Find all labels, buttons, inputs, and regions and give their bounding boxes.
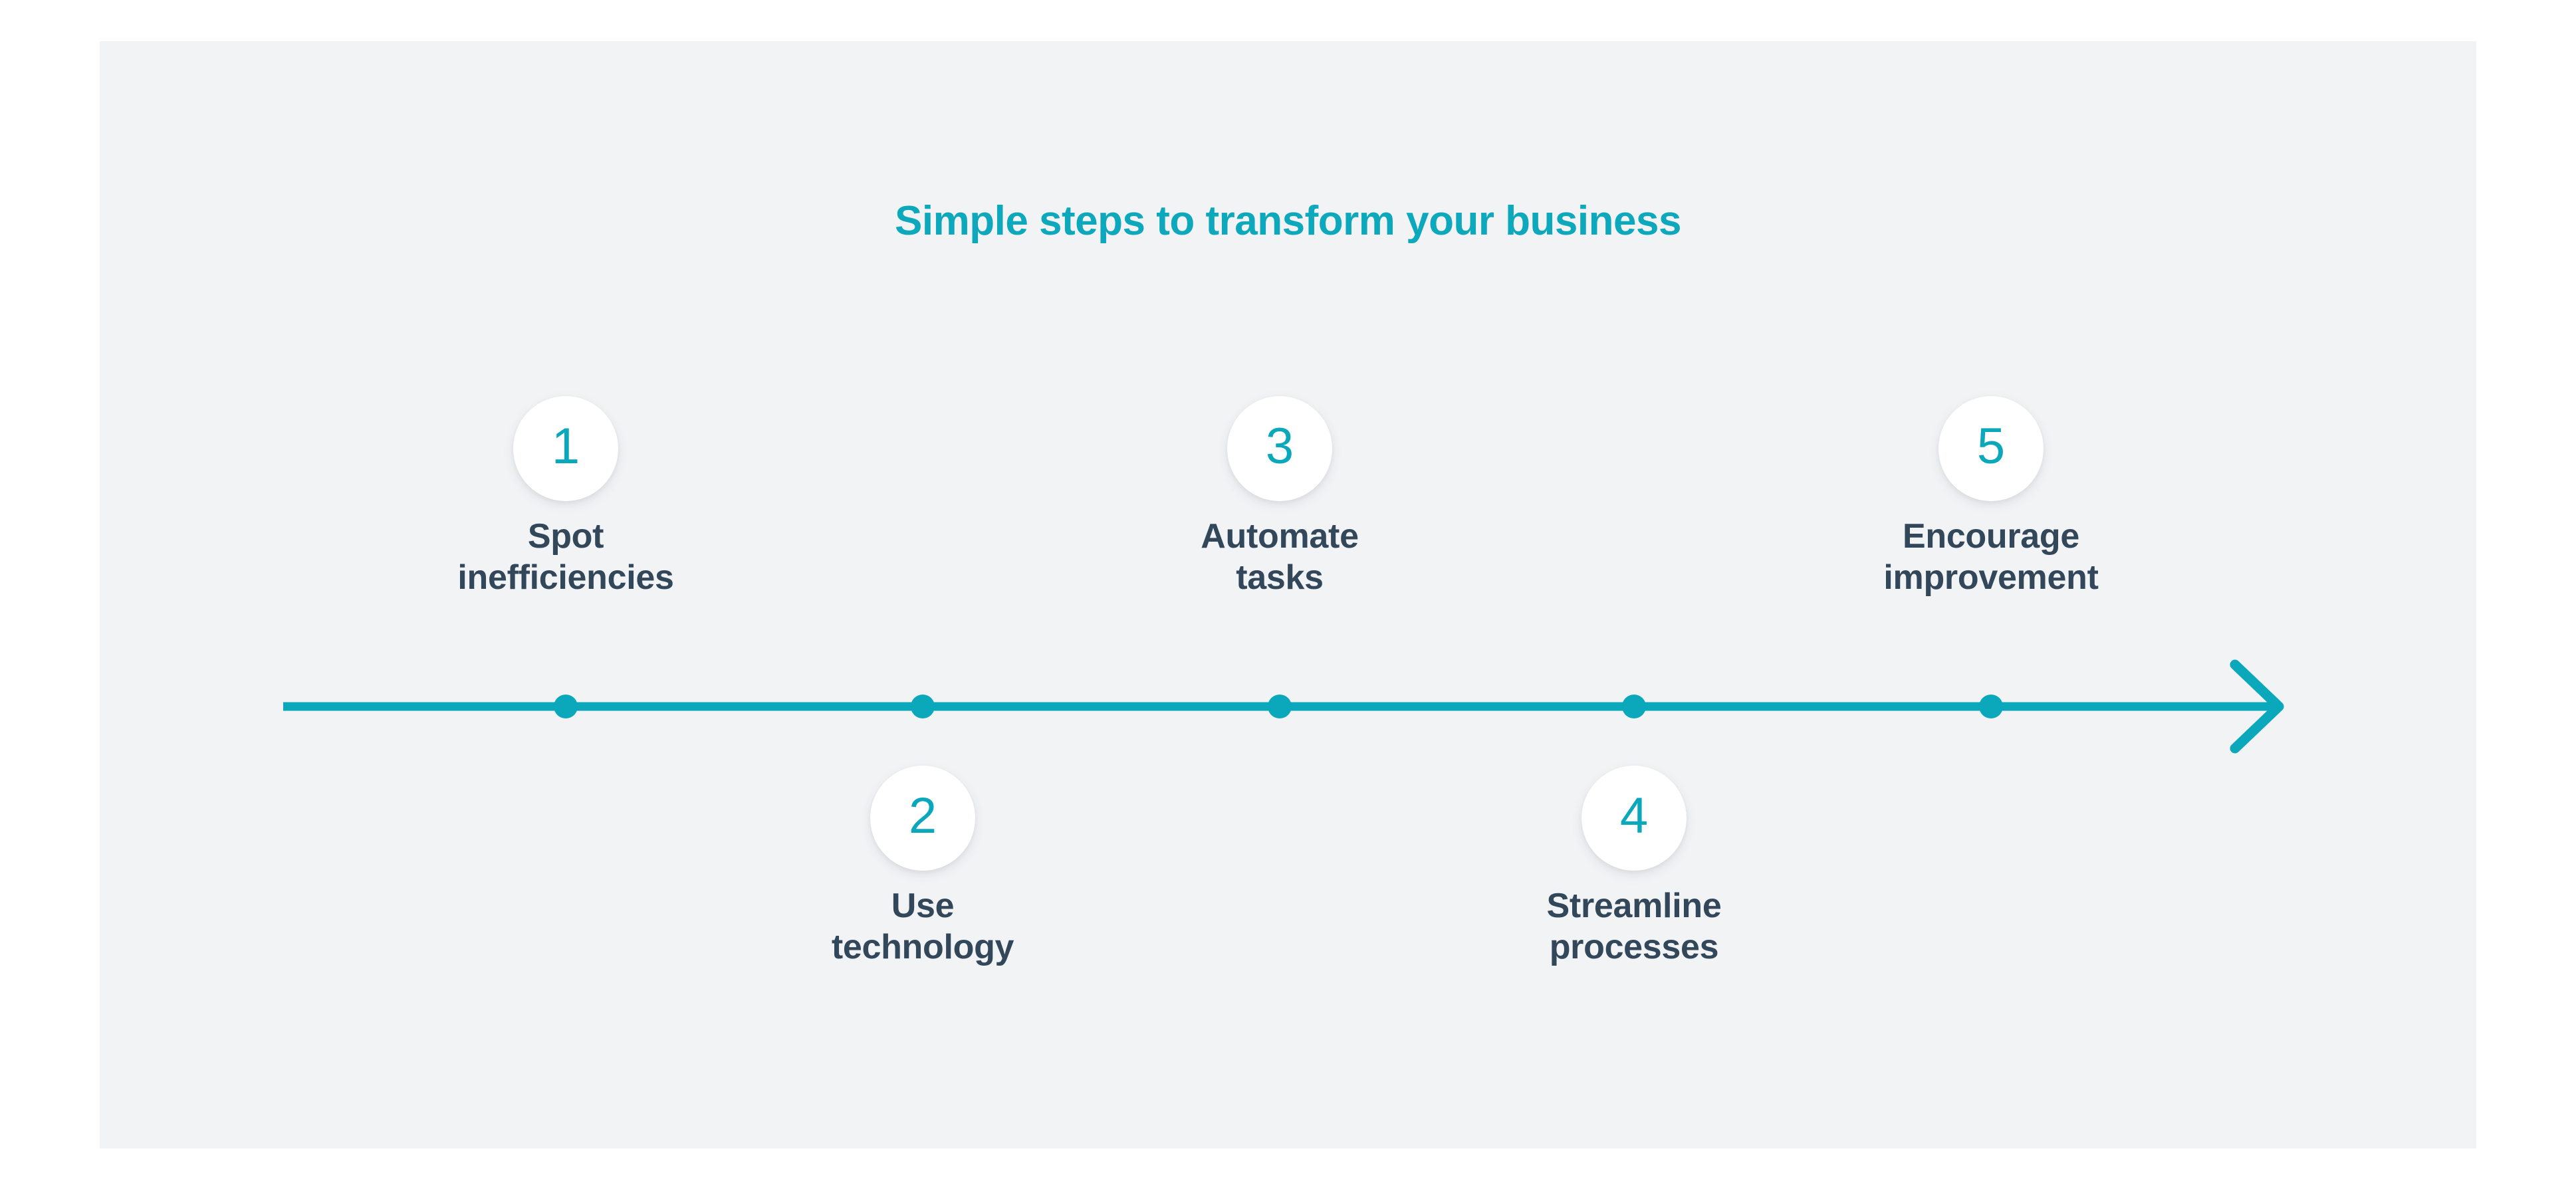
diagram-panel <box>100 41 2476 1148</box>
step-label-1-line2: inefficiencies <box>457 558 674 597</box>
step-badge-4[interactable]: 4 <box>1581 766 1687 871</box>
timeline-step-2[interactable]: 2 Use technology <box>750 766 1096 968</box>
step-label-4: Streamline processes <box>1461 885 1807 968</box>
step-number-2: 2 <box>908 788 937 844</box>
step-label-3-line1: Automate <box>1201 517 1359 556</box>
step-label-2: Use technology <box>750 885 1096 968</box>
step-label-5-line1: Encourage <box>1902 517 2080 556</box>
step-badge-1[interactable]: 1 <box>513 396 618 501</box>
page-title: Simple steps to transform your business <box>895 198 1681 244</box>
step-number-4: 4 <box>1619 788 1649 844</box>
step-number-3: 3 <box>1265 418 1294 475</box>
step-number-5: 5 <box>1976 418 2006 475</box>
step-label-2-line2: technology <box>831 928 1014 967</box>
step-label-2-line1: Use <box>891 887 955 925</box>
timeline-step-4[interactable]: 4 Streamline processes <box>1461 766 1807 968</box>
step-number-1: 1 <box>551 418 580 475</box>
step-label-1-line1: Spot <box>527 517 604 556</box>
step-label-5-line2: improvement <box>1883 558 2099 597</box>
step-badge-3[interactable]: 3 <box>1227 396 1332 501</box>
step-badge-2[interactable]: 2 <box>870 766 975 871</box>
timeline-step-1[interactable]: 1 Spot inefficiencies <box>393 396 739 599</box>
step-label-3: Automate tasks <box>1107 516 1453 599</box>
timeline-step-3[interactable]: 3 Automate tasks <box>1107 396 1453 599</box>
step-label-4-line1: Streamline <box>1546 887 1722 925</box>
step-label-5: Encourage improvement <box>1818 516 2164 599</box>
timeline-step-5[interactable]: 5 Encourage improvement <box>1818 396 2164 599</box>
step-badge-5[interactable]: 5 <box>1938 396 2044 501</box>
step-label-4-line2: processes <box>1549 928 1719 967</box>
step-label-1: Spot inefficiencies <box>393 516 739 599</box>
step-label-3-line2: tasks <box>1236 558 1324 597</box>
